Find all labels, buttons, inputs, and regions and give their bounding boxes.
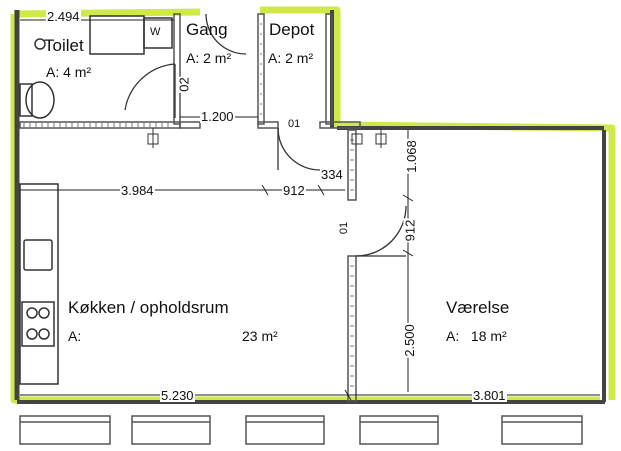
kitchen-name: Køkken / opholdsrum [68,298,229,317]
bedroom-area: A: 18 m² [446,328,507,344]
dim-bedroom-depth: 2.500 [401,323,417,358]
dim-toilet-width: 2.494 [46,9,81,24]
depot-area-value: 2 m² [285,50,314,66]
dim-bedroom-width-bottom: 3.801 [472,388,507,403]
dim-bedroom-door-width: 912 [402,218,418,243]
windows [19,415,583,445]
perimeter-highlight [10,6,616,404]
washer-symbol: W [150,26,161,38]
toilet-area: A: 4 m² [46,64,91,80]
depot-door-number: 01 [288,118,301,130]
dimension-lines [20,19,600,401]
dim-kitchen-width-bottom: 5.230 [160,388,195,403]
inner-walls [19,13,361,402]
gang-name: Gang [186,20,228,39]
depot-area-prefix: A: [268,50,282,66]
doors [124,13,407,257]
toilet-area-value: 4 m² [63,64,92,80]
toilet-name: Toilet [44,36,84,55]
outlet-markers [147,128,387,148]
bedroom-name: Værelse [446,298,510,317]
kitchen-area-value: 23 m² [242,328,278,344]
dim-small-offset: 334 [320,167,344,182]
kitchen-counter [19,183,59,385]
depot-name: Depot [269,20,315,39]
dim-bedroom-door-top: 1.068 [403,139,419,174]
gang-area: A: 2 m² [186,50,231,66]
gang-area-value: 2 m² [203,50,232,66]
toilet-fixtures [19,15,173,119]
depot-area: A: 2 m² [268,50,313,66]
bedroom-area-value: 18 m² [470,328,507,344]
outer-walls [14,10,606,404]
bedroom-door-number: 01 [338,221,351,235]
dim-door-width-middle: 912 [282,183,306,198]
dim-gang-door-small: 02 [176,76,192,93]
dim-kitchen-width-top: 3.984 [120,183,155,198]
toilet-area-prefix: A: [46,64,60,80]
gang-area-prefix: A: [186,50,200,66]
bedroom-area-prefix: A: [446,328,460,344]
kitchen-area-prefix: A: [68,328,82,344]
dim-gang-opening: 1.200 [200,109,235,124]
